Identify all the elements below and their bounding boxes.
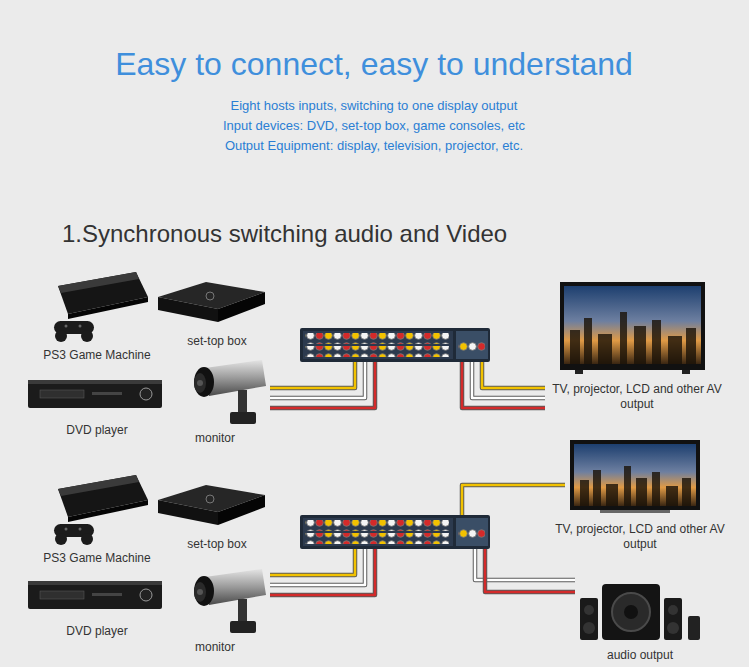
device-label: monitor bbox=[175, 431, 255, 446]
device-label: PS3 Game Machine bbox=[32, 551, 162, 566]
label-block: Output Equipment: display, television, p… bbox=[225, 137, 523, 155]
game-console bbox=[54, 475, 148, 545]
page-title: Easy to connect, easy to understand bbox=[115, 45, 633, 83]
device-label-box: monitor bbox=[175, 431, 255, 446]
tv-bottom bbox=[570, 440, 700, 513]
av-switch bbox=[300, 515, 490, 549]
game-console bbox=[54, 272, 148, 342]
device-label: DVD player bbox=[47, 423, 147, 438]
device-label: DVD player bbox=[47, 624, 147, 639]
device-label-box: DVD player bbox=[47, 423, 147, 438]
av-cables bbox=[270, 362, 575, 595]
device-label-box: TV, projector, LCD and other AV output bbox=[552, 382, 722, 412]
label-block: Eight hosts inputs, switching to one dis… bbox=[231, 97, 518, 115]
set-top-box-picture bbox=[158, 485, 265, 525]
label-block: 1.Synchronous switching audio and Video bbox=[62, 219, 507, 249]
device-label-box: PS3 Game Machine bbox=[32, 348, 162, 363]
device-label: audio output bbox=[590, 648, 690, 663]
speakers bbox=[580, 584, 700, 640]
device-label: monitor bbox=[175, 640, 255, 655]
camera-picture bbox=[194, 569, 266, 633]
section-heading: 1.Synchronous switching audio and Video bbox=[62, 219, 507, 249]
device-label: set-top box bbox=[167, 334, 267, 349]
title-block: Easy to connect, easy to understand bbox=[115, 45, 633, 83]
device-label: TV, projector, LCD and other AV output bbox=[552, 382, 722, 412]
dvd-player-picture bbox=[28, 581, 162, 609]
device-label-box: monitor bbox=[175, 640, 255, 655]
tv-top bbox=[560, 282, 705, 374]
label-block: Input devices: DVD, set-top box, game co… bbox=[223, 117, 525, 135]
device-label-box: set-top box bbox=[167, 334, 267, 349]
camera-picture bbox=[194, 360, 266, 424]
device-pictures bbox=[28, 272, 490, 633]
device-label: PS3 Game Machine bbox=[32, 348, 162, 363]
av-switch bbox=[300, 328, 490, 362]
set-top-box-picture bbox=[158, 282, 265, 322]
device-label-box: PS3 Game Machine bbox=[32, 551, 162, 566]
device-label: set-top box bbox=[167, 537, 267, 552]
device-label: TV, projector, LCD and other AV output bbox=[555, 522, 725, 552]
subtitle: Eight hosts inputs, switching to one dis… bbox=[231, 97, 518, 115]
device-label-box: DVD player bbox=[47, 624, 147, 639]
device-label-box: set-top box bbox=[167, 537, 267, 552]
subtitle: Input devices: DVD, set-top box, game co… bbox=[223, 117, 525, 135]
subtitle: Output Equipment: display, television, p… bbox=[225, 137, 523, 155]
device-label-box: audio output bbox=[590, 648, 690, 663]
device-label-box: TV, projector, LCD and other AV output bbox=[555, 522, 725, 552]
dvd-player-picture bbox=[28, 380, 162, 408]
